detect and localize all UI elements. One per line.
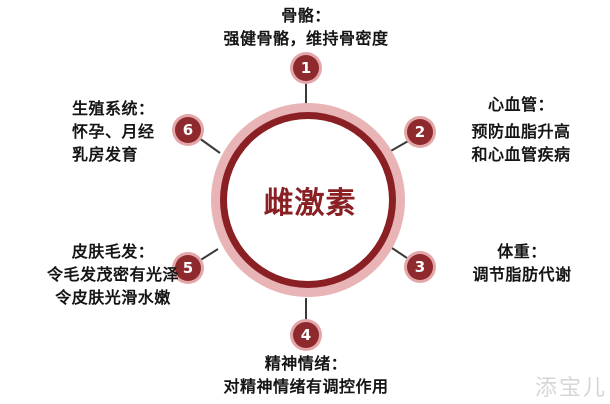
node-desc: 乳房发育: [72, 145, 139, 164]
badge-4: 4: [293, 322, 319, 348]
node-desc: 怀孕、月经: [72, 122, 155, 141]
node-desc: 调节脂肪代谢: [472, 265, 572, 284]
node-title: 精神情绪：: [264, 354, 348, 373]
watermark: 添宝儿: [535, 376, 608, 401]
connector-6: [198, 137, 221, 154]
node-label-cardiovascular: 心血管： 预防血脂升高 和心血管疾病: [456, 93, 586, 166]
node-title: 体重：: [497, 242, 547, 261]
node-desc: 令皮肤光滑水嫩: [55, 288, 171, 307]
node-desc: 预防血脂升高: [471, 122, 571, 141]
node-desc: 对精神情绪有调控作用: [223, 377, 389, 396]
badge-3: 3: [407, 254, 433, 280]
connector-5: [198, 248, 219, 262]
connector-2: [388, 139, 411, 153]
node-title: 皮肤毛发：: [71, 242, 155, 261]
node-desc: 和心血管疾病: [471, 145, 571, 164]
node-desc: 令毛发茂密有光泽: [46, 265, 179, 284]
node-desc: 强健骨骼，维持骨密度: [223, 29, 389, 48]
node-title: 生殖系统：: [72, 99, 155, 118]
node-title: 骨骼：: [281, 6, 331, 25]
node-label-skin-hair: 皮肤毛发： 令毛发茂密有光泽 令皮肤光滑水嫩: [38, 240, 188, 309]
center-disc: [227, 119, 389, 281]
badge-1: 1: [293, 55, 319, 81]
node-title: 心血管：: [487, 95, 554, 114]
badge-2: 2: [407, 119, 433, 145]
node-label-reproductive: 生殖系统： 怀孕、月经 乳房发育: [72, 97, 182, 166]
connector-3: [391, 247, 411, 261]
node-label-bones: 骨骼： 强健骨骼，维持骨密度: [196, 4, 416, 50]
node-label-mood: 精神情绪： 对精神情绪有调控作用: [196, 352, 416, 398]
node-label-weight: 体重： 调节脂肪代谢: [462, 240, 582, 286]
center-label: 雌激素: [263, 186, 357, 221]
badge-5: 5: [175, 255, 201, 281]
badge-6: 6: [175, 117, 201, 143]
